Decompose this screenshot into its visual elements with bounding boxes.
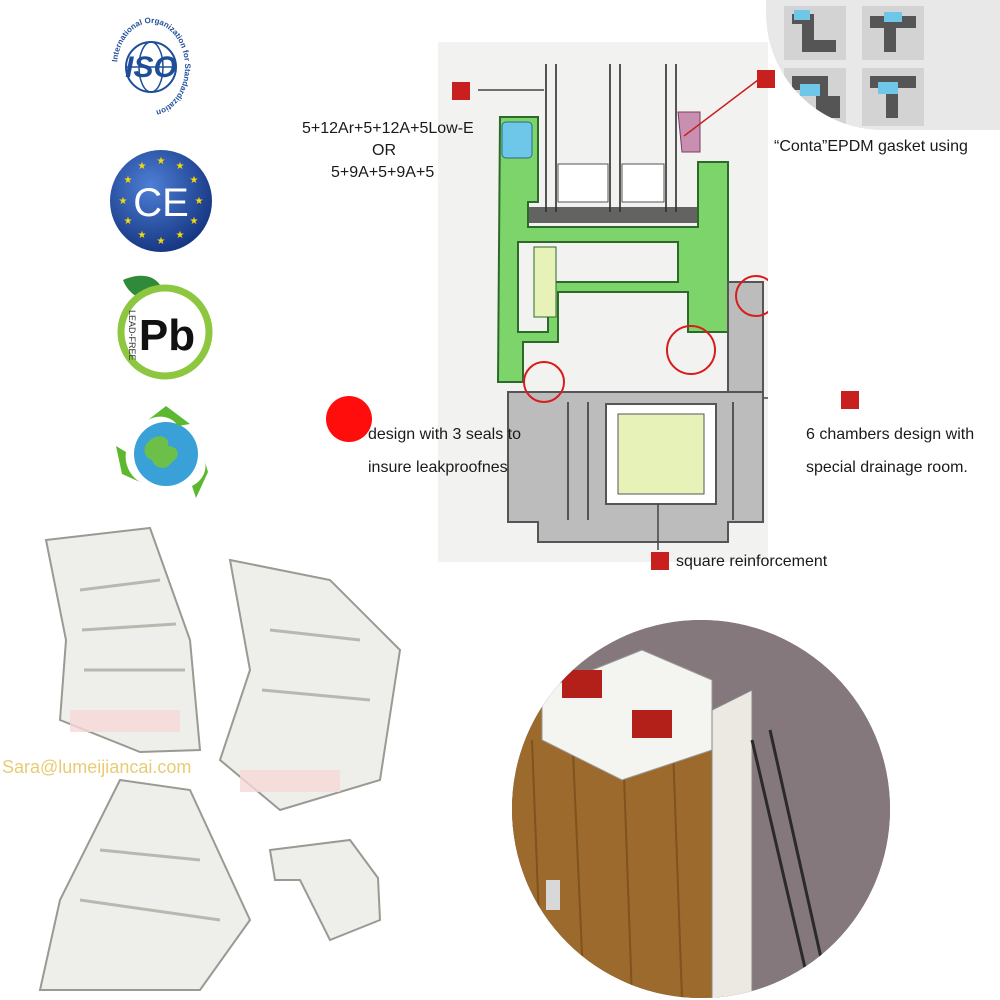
chambers-marker	[841, 391, 859, 409]
wood-grain-profile-photo	[512, 620, 890, 998]
glass-spec-marker	[452, 82, 470, 100]
recycle-globe-icon	[108, 402, 224, 506]
svg-text:★: ★	[119, 196, 128, 207]
gasket-label: “Conta”EPDM gasket using	[774, 138, 968, 155]
chambers-label-line1: 6 chambers design with	[806, 426, 975, 443]
chambers-label-line2: special drainage room.	[806, 459, 968, 476]
svg-text:★: ★	[176, 161, 185, 172]
profile-cross-section-diagram	[438, 42, 768, 562]
svg-text:★: ★	[195, 196, 204, 207]
svg-text:★: ★	[190, 216, 199, 227]
svg-text:★: ★	[124, 175, 133, 186]
seals-label-line2: insure leakproofnes	[368, 459, 508, 476]
svg-text:★: ★	[176, 230, 185, 241]
pvc-profile-samples-photo	[0, 520, 500, 1000]
reinforcement-marker	[651, 552, 669, 570]
svg-text:★: ★	[157, 236, 166, 247]
svg-text:★: ★	[124, 216, 133, 227]
gasket-marker	[757, 70, 775, 88]
svg-text:★: ★	[138, 161, 147, 172]
iso-logo: International Organization for Standardi…	[105, 5, 197, 129]
reinforcement-label: square reinforcement	[676, 553, 828, 570]
seals-dot-marker	[326, 396, 372, 442]
pb-text: Pb	[139, 311, 195, 360]
seals-label-line1: design with 3 seals to	[368, 426, 521, 443]
ce-text: CE	[133, 181, 189, 225]
svg-text:★: ★	[190, 175, 199, 186]
svg-text:★: ★	[138, 230, 147, 241]
svg-text:★: ★	[157, 156, 166, 167]
lead-free-text: LEAD-FREE	[127, 310, 137, 361]
glass-spec-line2: OR	[372, 142, 396, 159]
ce-logo: ★ ★ ★ ★ ★ ★ ★ ★ ★ ★ ★ ★ CE	[108, 148, 214, 254]
glass-spec-line1: 5+12Ar+5+12A+5Low-E	[302, 120, 474, 137]
lead-free-logo: Pb LEAD-FREE	[105, 270, 217, 382]
glass-spec-line3: 5+9A+5+9A+5	[331, 164, 435, 181]
gasket-detail-images	[766, 0, 1000, 130]
iso-text: ISO	[125, 51, 177, 84]
watermark-text: Sara@lumeijiancai.com	[2, 757, 192, 777]
